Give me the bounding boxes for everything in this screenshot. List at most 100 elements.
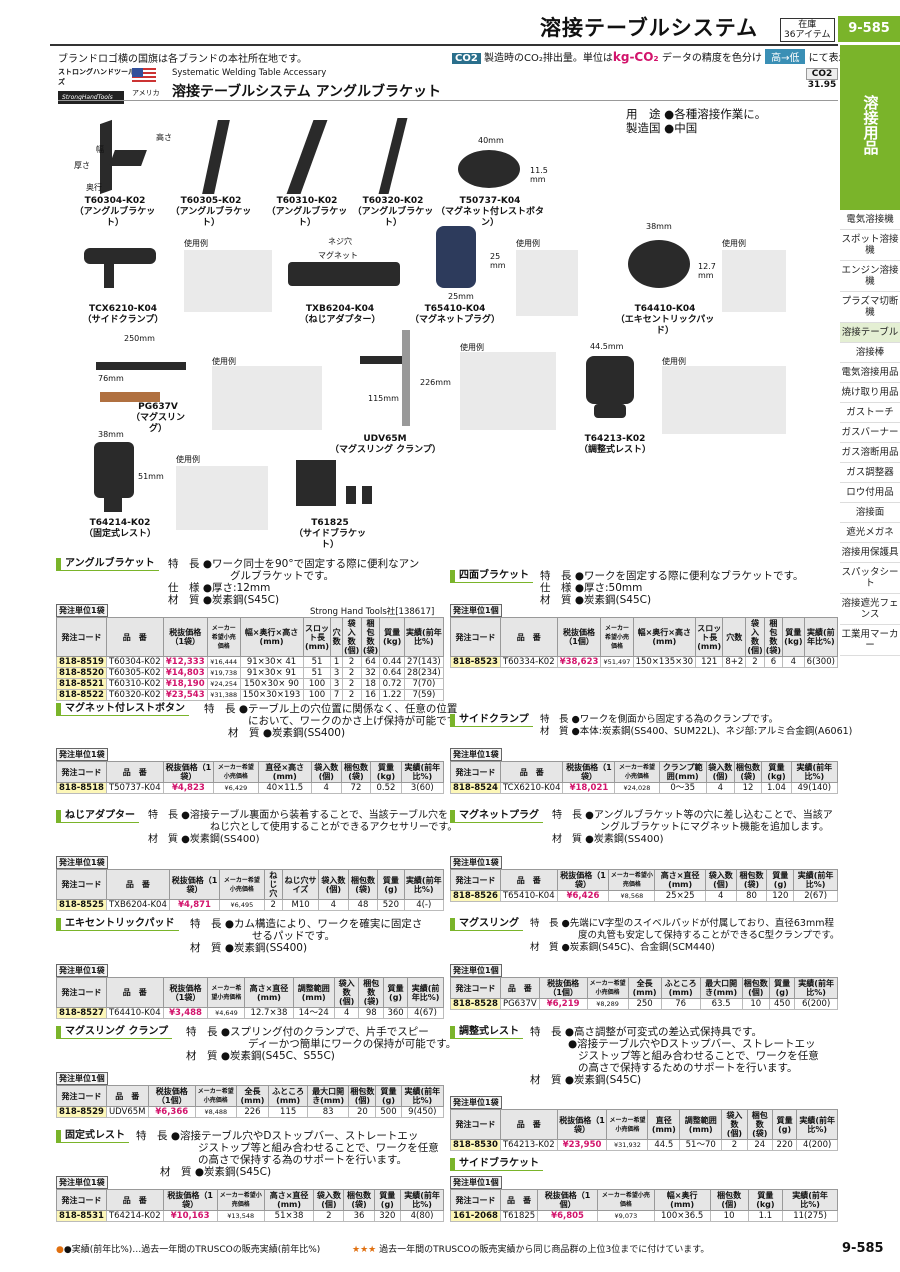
table-cell: UDV65M	[105, 1106, 149, 1118]
order-code[interactable]: 818-8522	[56, 689, 107, 701]
section-magnet-plug-desc: 特 長 ●アングルブラケット等の穴に差し込むことで、当該アングルブラケットにマグ…	[552, 810, 833, 845]
section-rest-button-desc: 特 長 ●テーブル上の穴位置に関係なく、任意の位置において、ワークのかさ上げ保持…	[204, 703, 467, 739]
usa-flag-icon	[132, 68, 156, 84]
footer-note: ●●実績(前年比%)…過去一年間のTRUSCOの販売実績(前年比%)	[56, 1245, 321, 1255]
table-cell: 51×38	[263, 1210, 315, 1222]
table-cell: ¥9,073	[596, 1210, 655, 1222]
order-unit-12: 発注単位1個	[450, 1176, 502, 1189]
sidebar-item[interactable]: 溶接遮光フェンス	[840, 594, 900, 625]
table-cell: ¥6,366	[147, 1106, 197, 1118]
side-bracket-table: 発注コード品 番税抜価格（1個）メーカー希望小売価格幅×奥行(mm)梱包数(個)…	[450, 1189, 838, 1222]
table-cell: T60320-K02	[105, 689, 164, 701]
table-header: 最大口開き(mm)	[699, 977, 743, 999]
order-code[interactable]: 818-8529	[56, 1106, 107, 1118]
table-cell: T60310-K02	[105, 678, 164, 690]
subtitle-rule	[58, 100, 838, 101]
sidebar-item[interactable]: ガスバーナー	[840, 423, 900, 443]
caption-t65410: T65410-K04（マグネットプラグ）	[410, 304, 501, 325]
table-header: 袋入数(個)	[313, 1189, 345, 1211]
order-code[interactable]: 818-8523	[450, 656, 501, 668]
sidebar-item[interactable]: 電気溶接機	[840, 210, 900, 230]
table-header: 最大口開き(mm)	[306, 1085, 350, 1107]
order-code[interactable]: 161-2068	[450, 1210, 501, 1222]
sidebar-item[interactable]: 溶接面	[840, 503, 900, 523]
order-code[interactable]: 818-8518	[56, 782, 107, 794]
table-header: 梱包数(個)	[709, 1189, 749, 1211]
use-photo-5	[460, 352, 556, 430]
table-header: 質量(g)	[377, 869, 405, 900]
dim-127: 12.7 mm	[698, 262, 716, 280]
table-header: 調整範囲(mm)	[679, 1109, 723, 1140]
sidebar-item[interactable]: 焼け取り用品	[840, 383, 900, 403]
sidebar-item[interactable]: ガス溶断用品	[840, 443, 900, 463]
sidebar-item[interactable]: 電気溶接用品	[840, 363, 900, 383]
sidebar-item[interactable]: 遮光メガネ	[840, 523, 900, 543]
angle-bracket-image-2	[202, 120, 230, 194]
sidebar-item[interactable]: 溶接棒	[840, 343, 900, 363]
table-header: 質量(g)	[375, 1085, 402, 1107]
sidebar-item[interactable]: 溶接テーブル	[840, 323, 900, 343]
order-code[interactable]: 818-8524	[450, 782, 501, 794]
sidebar-item[interactable]: ロウ付用品	[840, 483, 900, 503]
table-cell: 16	[360, 689, 381, 701]
order-code[interactable]: 818-8528	[450, 998, 501, 1010]
order-code[interactable]: 818-8527	[56, 1007, 107, 1019]
sidebar-item[interactable]: ガス調整器	[840, 463, 900, 483]
order-code[interactable]: 818-8521	[56, 678, 107, 690]
table-cell: T50737-K04	[105, 782, 164, 794]
order-code[interactable]: 818-8519	[56, 656, 107, 668]
order-code[interactable]: 818-8525	[56, 899, 107, 911]
sidebar-item[interactable]: スポット溶接機	[840, 230, 900, 261]
angle-bracket-image-3	[286, 120, 328, 194]
table-header: メーカー希望小売価格	[608, 869, 656, 891]
table-header: 発注コード	[56, 1189, 107, 1211]
sidebar-item[interactable]: スパッタシート	[840, 563, 900, 594]
screw-adapter-table: 発注コード品 番税抜価格（1袋）メーカー希望小売価格ねじ穴ねじ穴サイズ袋入数(個…	[56, 869, 445, 911]
table-cell: ¥18,190	[162, 678, 208, 690]
order-code[interactable]: 818-8526	[450, 890, 501, 902]
table-cell: ¥12,333	[162, 656, 208, 668]
table-header: スロット長(mm)	[695, 617, 724, 657]
order-code[interactable]: 818-8531	[56, 1210, 107, 1222]
table-header: 実績(前年比%)	[403, 617, 445, 657]
table-header: 税抜価格（1個）	[537, 1189, 598, 1211]
table-header: 袋入数(個)	[333, 977, 360, 1008]
table-cell: 72	[340, 782, 372, 794]
table-cell: 100	[302, 689, 332, 701]
section-adjust-rest-title: 調整式レスト	[450, 1026, 523, 1039]
side-bracket-bolt	[346, 486, 356, 504]
table-header: 発注コード	[56, 761, 107, 783]
sidebar-category[interactable]: 溶接用品	[840, 45, 900, 210]
table-cell: 51～70	[679, 1139, 723, 1151]
rest-button-table: 発注コード品 番税抜価格（1袋）メーカー希望小売価格直径×高さ(mm)袋入数(個…	[56, 761, 445, 794]
sidebar-item[interactable]: ガストーチ	[840, 403, 900, 423]
sidebar-item[interactable]: プラズマ切断機	[840, 292, 900, 323]
sidebar-item[interactable]: 工業用マーカー	[840, 625, 900, 656]
order-code[interactable]: 818-8520	[56, 667, 107, 679]
sidebar-item[interactable]: エンジン溶接機	[840, 261, 900, 292]
table-cell: 10	[741, 998, 770, 1010]
table-header: 梱包数(個)	[348, 1085, 377, 1107]
use-photo-2	[516, 250, 578, 316]
table-header: 全長(mm)	[235, 1085, 270, 1107]
sidebar-item[interactable]: 溶接用保護具	[840, 543, 900, 563]
table-header: 税抜価格（1個）	[556, 617, 602, 657]
order-code[interactable]: 818-8530	[450, 1139, 501, 1151]
table-header: 高さ×直径(mm)	[244, 977, 294, 1008]
table-cell: ¥23,543	[162, 689, 208, 701]
